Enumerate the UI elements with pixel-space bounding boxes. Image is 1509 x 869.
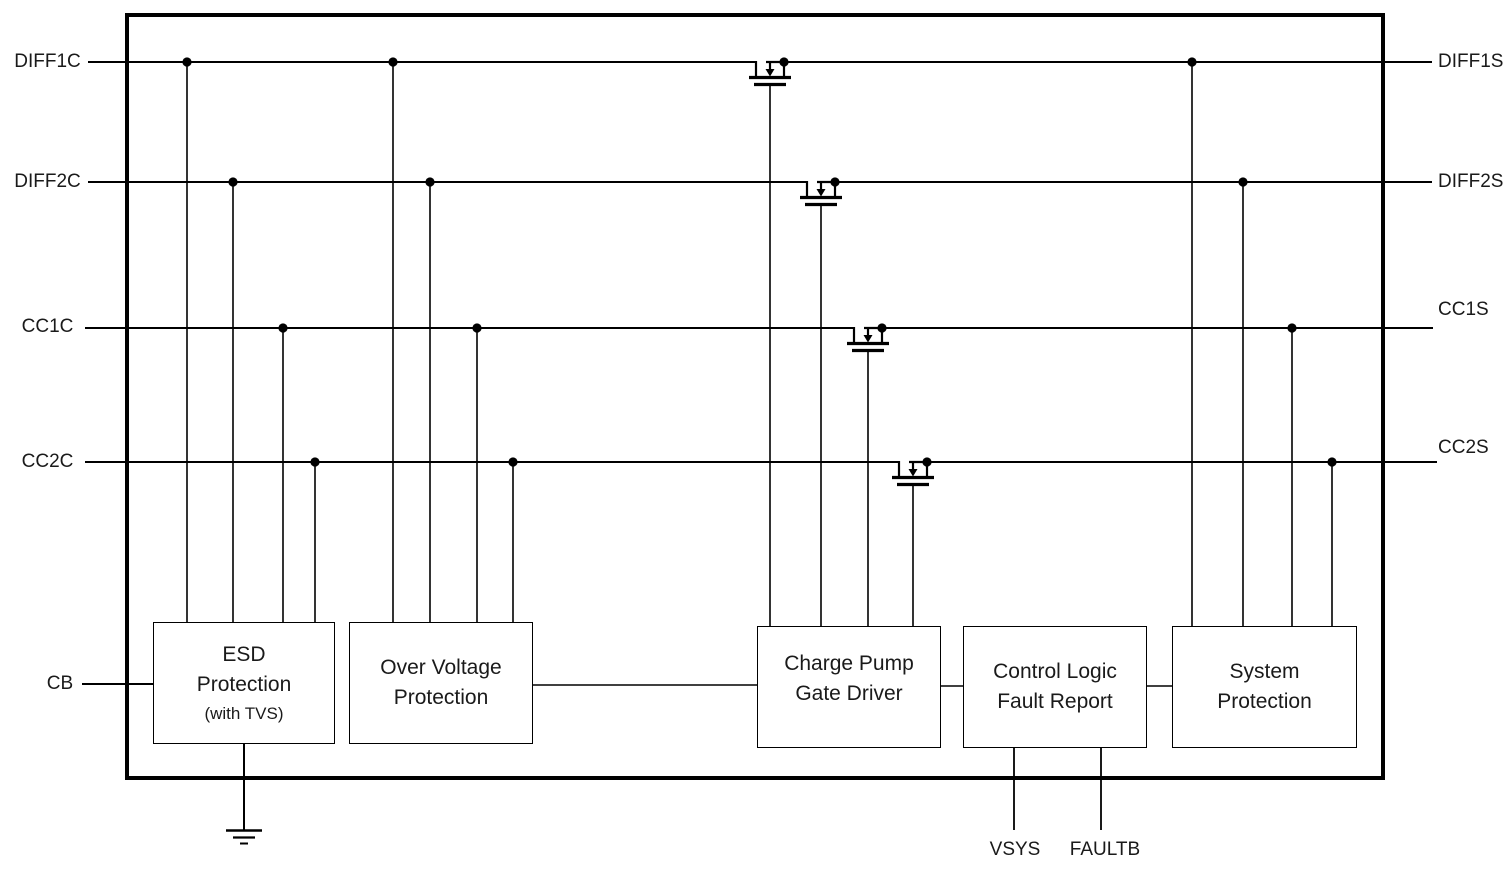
- tap-lines: [186, 62, 1333, 627]
- junction-dot: [1287, 323, 1297, 333]
- junction-dot: [922, 457, 932, 467]
- junction-dot: [1327, 457, 1337, 467]
- junction-dot: [472, 323, 482, 333]
- junction-dot: [388, 57, 398, 67]
- junction-dot: [1238, 177, 1248, 187]
- block-label-line: Charge Pump: [784, 652, 914, 675]
- junction-dot: [182, 57, 192, 67]
- block-esd-protection: ESD Protection (with TVS): [153, 622, 335, 744]
- block-label-line: System: [1229, 660, 1300, 683]
- block-label-line: Protection: [196, 672, 292, 696]
- junction-dot: [1187, 57, 1197, 67]
- pin-label-cc1s: CC1S: [1438, 299, 1489, 320]
- pin-label-cc2s: CC2S: [1438, 437, 1489, 458]
- junction-dot: [877, 323, 887, 333]
- block-label-line: Protection: [393, 686, 489, 709]
- pin-label-diff1s: DIFF1S: [1438, 51, 1504, 72]
- block-system-protection: System Protection: [1172, 626, 1357, 748]
- block-label-line: Over Voltage: [380, 656, 502, 679]
- block-charge-pump-gate-driver: Charge Pump Gate Driver: [757, 626, 941, 748]
- pin-label-cc2c: CC2C: [21, 451, 74, 472]
- junction-dot: [310, 457, 320, 467]
- block-label-line: Gate Driver: [795, 682, 903, 705]
- junction-dot: [228, 177, 238, 187]
- net-lines: [82, 61, 1437, 685]
- block-label-line: Control Logic: [993, 660, 1117, 683]
- junction-dot: [278, 323, 288, 333]
- mosfet-switches: [749, 60, 934, 487]
- pin-label-cb: CB: [46, 673, 74, 694]
- ic-boundary-box: [125, 13, 1385, 780]
- junction-dot: [425, 177, 435, 187]
- block-label-line: Protection: [1217, 690, 1312, 713]
- junction-dot: [508, 457, 518, 467]
- block-over-voltage-protection: Over Voltage Protection: [349, 622, 533, 744]
- junction-dot: [830, 177, 840, 187]
- mosfet-switch-cc2: [892, 460, 934, 487]
- block-label-line: ESD: [222, 642, 266, 666]
- ground-connection: [226, 744, 262, 845]
- block-label-line: Fault Report: [997, 690, 1113, 713]
- pin-label-cc1c: CC1C: [21, 316, 74, 337]
- ground-icon: [226, 829, 262, 845]
- pin-label-diff1c: DIFF1C: [14, 51, 81, 72]
- pin-label-faultb: FAULTB: [1069, 839, 1141, 860]
- block-sub-label: (with TVS): [204, 703, 284, 723]
- pin-label-diff2c: DIFF2C: [14, 171, 81, 192]
- junction-dot: [779, 57, 789, 67]
- block-connectors: [533, 684, 1173, 687]
- pin-label-diff2s: DIFF2S: [1438, 171, 1504, 192]
- block-control-logic-fault-report: Control Logic Fault Report: [963, 626, 1147, 748]
- bottom-pin-leads: [1013, 748, 1102, 830]
- pin-label-vsys: VSYS: [989, 839, 1041, 860]
- junction-dots: [182, 57, 1337, 467]
